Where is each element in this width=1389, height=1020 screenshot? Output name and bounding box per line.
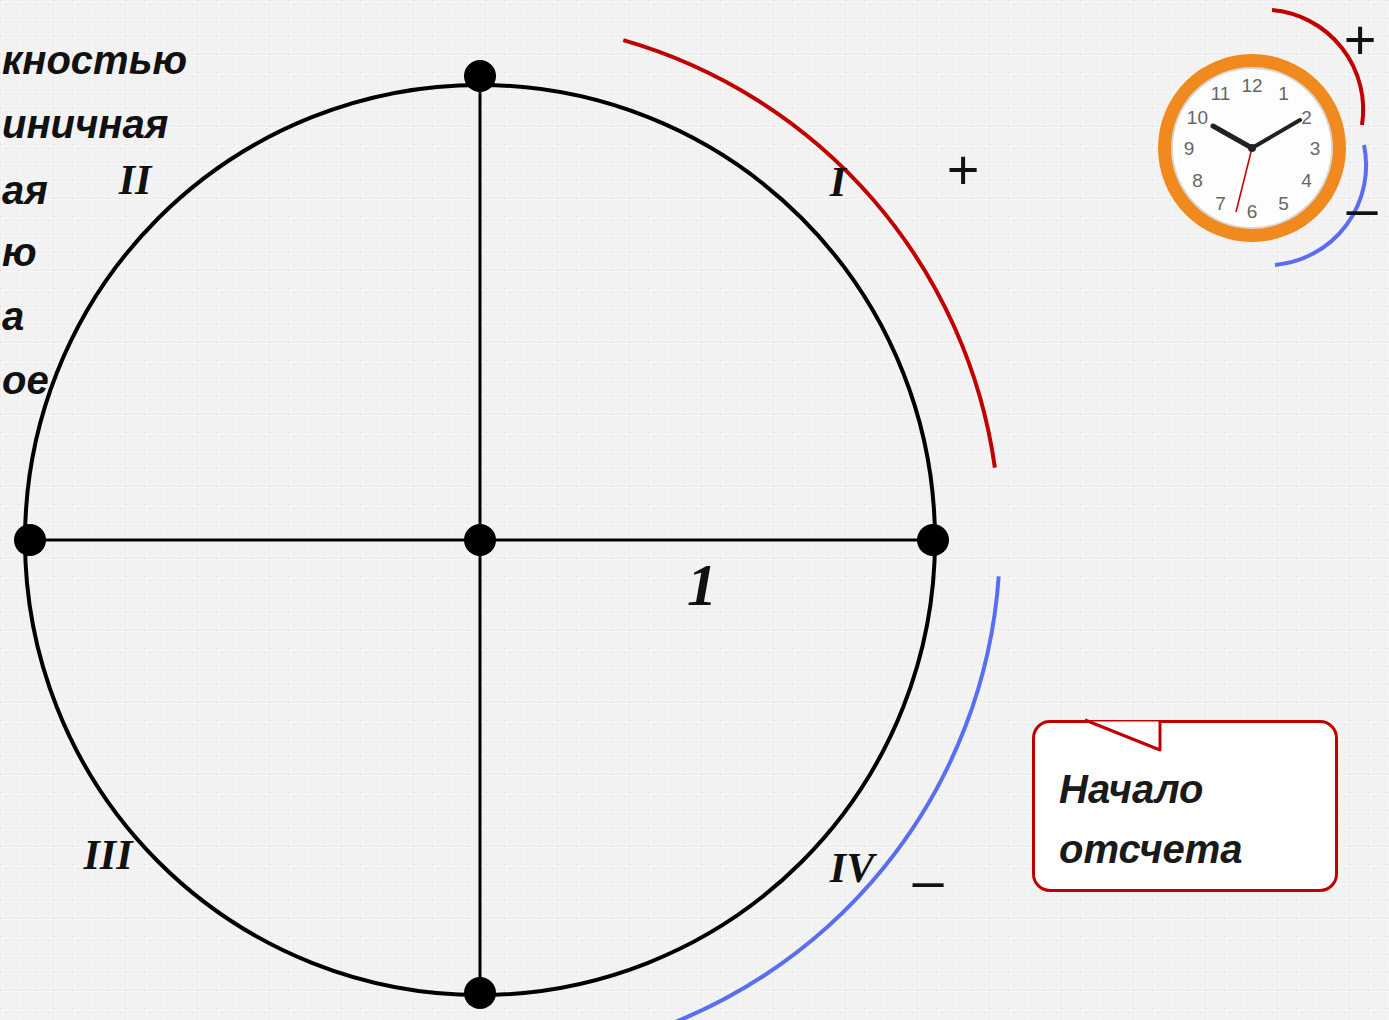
quarter-number: I bbox=[830, 161, 846, 203]
clock-digit: 2 bbox=[1301, 107, 1312, 126]
clock-digit: 12 bbox=[1241, 76, 1262, 95]
positive-direction-arc bbox=[623, 40, 995, 468]
cut-off-text: кностью bbox=[2, 40, 187, 80]
clock-digit: 3 bbox=[1310, 139, 1321, 158]
callout-box: Начало отсчета bbox=[1032, 720, 1338, 892]
direction-sign: + bbox=[947, 142, 980, 198]
quarter-number: III bbox=[83, 834, 132, 876]
quarter-number: IV bbox=[830, 847, 874, 889]
clock-digit: 1 bbox=[1278, 84, 1289, 103]
cut-off-text: иничная bbox=[2, 104, 168, 144]
clock-digit: 9 bbox=[1184, 139, 1195, 158]
quarter-number: II bbox=[119, 159, 152, 201]
cut-off-text: ая bbox=[2, 170, 48, 210]
direction-sign: – bbox=[1346, 180, 1377, 236]
clock-digit: 11 bbox=[1211, 84, 1231, 103]
clock-digit: 4 bbox=[1301, 170, 1312, 189]
cut-off-text: а bbox=[2, 296, 24, 336]
negative-direction-arc bbox=[623, 576, 998, 1020]
axis-points bbox=[14, 60, 949, 1009]
callout-text: Начало отсчета bbox=[1059, 759, 1309, 879]
clock-digit: 5 bbox=[1278, 193, 1289, 212]
cut-off-text: ю bbox=[2, 232, 37, 272]
clock-digit: 7 bbox=[1215, 193, 1226, 212]
direction-sign: + bbox=[1344, 12, 1377, 68]
clock-digit: 6 bbox=[1247, 202, 1258, 221]
radius-label: 1 bbox=[687, 555, 717, 615]
clock-icon bbox=[1158, 54, 1346, 242]
direction-sign: – bbox=[912, 852, 943, 908]
callout-pointer bbox=[1032, 720, 1172, 760]
cut-off-text: ое bbox=[2, 360, 49, 400]
clock-digit: 10 bbox=[1187, 107, 1208, 126]
clock-digit: 8 bbox=[1192, 170, 1203, 189]
